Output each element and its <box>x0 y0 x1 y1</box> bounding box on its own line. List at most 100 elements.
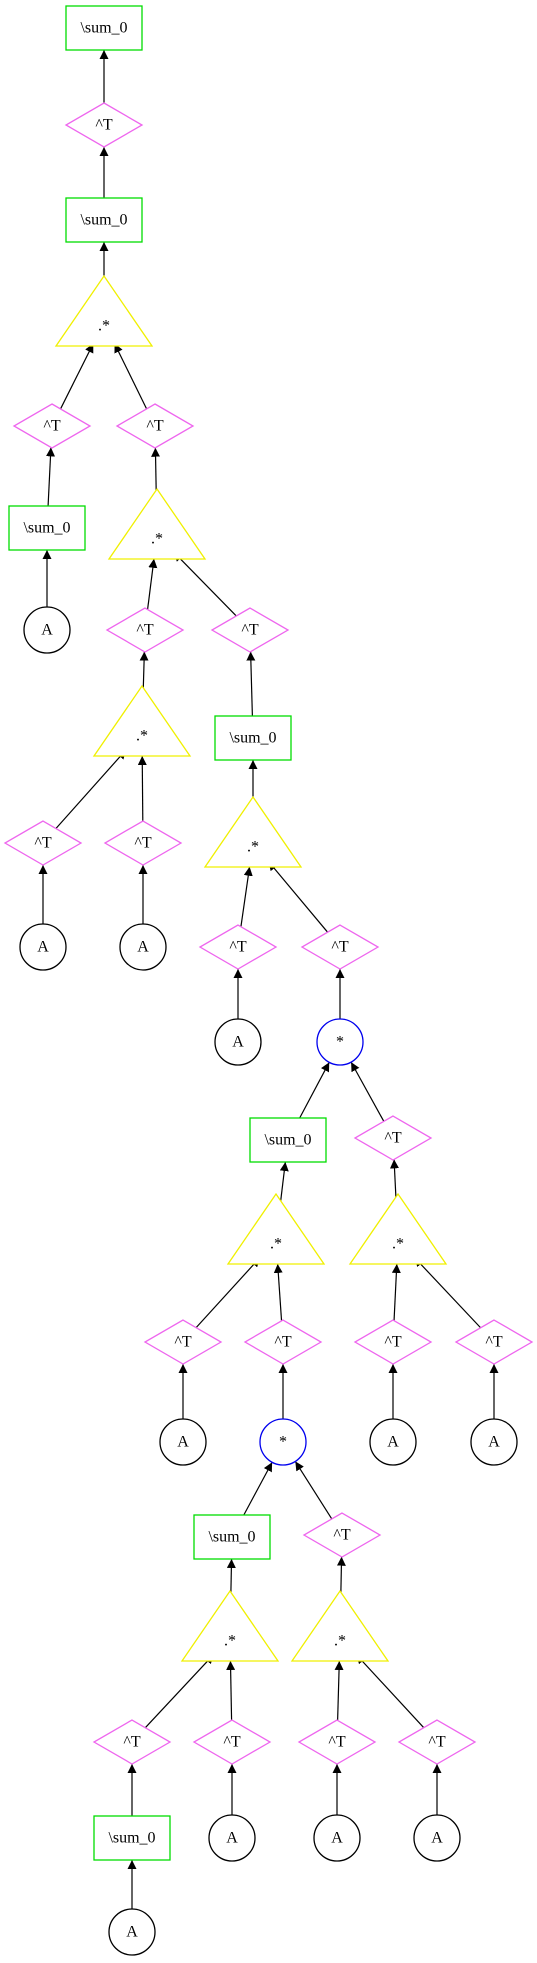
sum-node: \sum_0 <box>8 505 86 551</box>
transpose-node-shape <box>302 1512 382 1558</box>
edge-arrow <box>173 551 237 617</box>
edge-arrow <box>391 1263 401 1321</box>
elementwise-multiply-node: .* <box>54 274 154 347</box>
node-label: \sum_0 <box>80 212 127 229</box>
nodes-layer: \sum_0 ^T \sum_0 .* ^T ^T \sum_0 .* A ^T ^T .* \sum_… <box>3 5 534 1956</box>
edge-arrow <box>355 1654 425 1729</box>
elementwise-multiply-node-shape <box>107 487 207 560</box>
matrix-multiply-node: * <box>316 1018 364 1066</box>
node-label: ^T <box>274 1334 292 1351</box>
transpose-node: ^T <box>297 1719 377 1765</box>
edge-arrow <box>273 1263 283 1321</box>
transpose-node-shape <box>105 607 185 653</box>
leaf-node-a-shape <box>19 923 67 971</box>
leaf-node-a-shape <box>159 1418 207 1466</box>
transpose-node: ^T <box>92 1719 172 1765</box>
transpose-node-shape <box>300 924 380 970</box>
node-label: ^T <box>174 1334 192 1351</box>
edge-arrow <box>294 1461 333 1520</box>
elementwise-multiply-node-shape <box>290 1589 390 1662</box>
sum-node: \sum_0 <box>93 1815 171 1861</box>
edge-arrow <box>226 1660 236 1721</box>
transpose-node: ^T <box>143 1319 223 1365</box>
transpose-node: ^T <box>115 403 195 449</box>
leaf-node-a: A <box>23 606 71 654</box>
edges-layer <box>38 50 499 1909</box>
transpose-node: ^T <box>192 1719 272 1765</box>
transpose-node-shape <box>353 1115 433 1161</box>
node-label: ^T <box>95 117 113 134</box>
node-label: .* <box>136 728 148 745</box>
edge-arrow <box>246 651 256 717</box>
edge-arrow <box>350 1061 385 1122</box>
node-label: * <box>279 1434 287 1451</box>
elementwise-multiply-node-shape <box>54 274 154 347</box>
elementwise-multiply-node: .* <box>92 684 192 757</box>
edge-arrow <box>137 755 147 822</box>
elementwise-multiply-node: .* <box>203 795 303 868</box>
matrix-multiply-node-shape <box>316 1018 364 1066</box>
transpose-node: ^T <box>353 1115 433 1161</box>
leaf-node-a: A <box>470 1418 518 1466</box>
transpose-node: ^T <box>3 820 83 866</box>
transpose-node: ^T <box>210 607 290 653</box>
transpose-node-shape <box>297 1719 377 1765</box>
transpose-node: ^T <box>198 924 278 970</box>
node-label: ^T <box>123 1734 141 1751</box>
node-label: ^T <box>34 835 52 852</box>
sum-node: \sum_0 <box>65 197 143 243</box>
node-label: ^T <box>384 1334 402 1351</box>
edge-arrow <box>46 447 56 507</box>
elementwise-multiply-node-shape <box>348 1192 448 1265</box>
transpose-node-shape <box>210 607 290 653</box>
leaf-node-a: A <box>159 1418 207 1466</box>
transpose-node-shape <box>454 1319 534 1365</box>
node-label: ^T <box>428 1734 446 1751</box>
transpose-node-shape <box>192 1719 272 1765</box>
node-label: A <box>431 1830 443 1847</box>
leaf-node-a: A <box>108 1908 156 1956</box>
node-label: ^T <box>331 939 349 956</box>
leaf-node-a-shape <box>119 923 167 971</box>
node-label: ^T <box>136 622 154 639</box>
elementwise-multiply-node: .* <box>226 1192 326 1265</box>
node-label: A <box>226 1830 238 1847</box>
node-label: \sum_0 <box>80 20 127 37</box>
edge-arrow <box>414 1257 482 1329</box>
node-label: .* <box>334 1633 346 1650</box>
node-label: A <box>37 939 49 956</box>
node-label: \sum_0 <box>264 1132 311 1149</box>
matrix-multiply-node: * <box>259 1418 307 1466</box>
transpose-node-shape <box>198 924 278 970</box>
node-label: \sum_0 <box>23 520 70 537</box>
leaf-node-a: A <box>413 1814 461 1862</box>
edge-arrow <box>243 1461 273 1516</box>
node-label: ^T <box>485 1334 503 1351</box>
edge-arrow <box>299 1062 330 1119</box>
leaf-node-a-shape <box>470 1418 518 1466</box>
node-label: ^T <box>229 939 247 956</box>
node-label: \sum_0 <box>208 1529 255 1546</box>
node-label: .* <box>98 318 110 335</box>
transpose-node-shape <box>92 1719 172 1765</box>
node-label: A <box>232 1034 244 1051</box>
transpose-node: ^T <box>103 820 183 866</box>
sum-node: \sum_0 <box>193 1514 271 1560</box>
sum-node-shape <box>193 1514 271 1560</box>
transpose-node: ^T <box>353 1319 433 1365</box>
node-label: ^T <box>384 1130 402 1147</box>
node-label: A <box>137 939 149 956</box>
transpose-node: ^T <box>105 607 185 653</box>
node-label: A <box>331 1830 343 1847</box>
elementwise-multiply-node: .* <box>180 1589 280 1662</box>
leaf-node-a: A <box>313 1814 361 1862</box>
leaf-node-a-shape <box>108 1908 156 1956</box>
node-label: ^T <box>333 1527 351 1544</box>
edge-arrow <box>334 1660 344 1721</box>
transpose-node-shape <box>397 1719 477 1765</box>
transpose-node-shape <box>3 820 83 866</box>
transpose-node: ^T <box>12 403 92 449</box>
elementwise-multiply-node-shape <box>92 684 192 757</box>
leaf-node-a-shape <box>23 606 71 654</box>
transpose-node-shape <box>12 403 92 449</box>
